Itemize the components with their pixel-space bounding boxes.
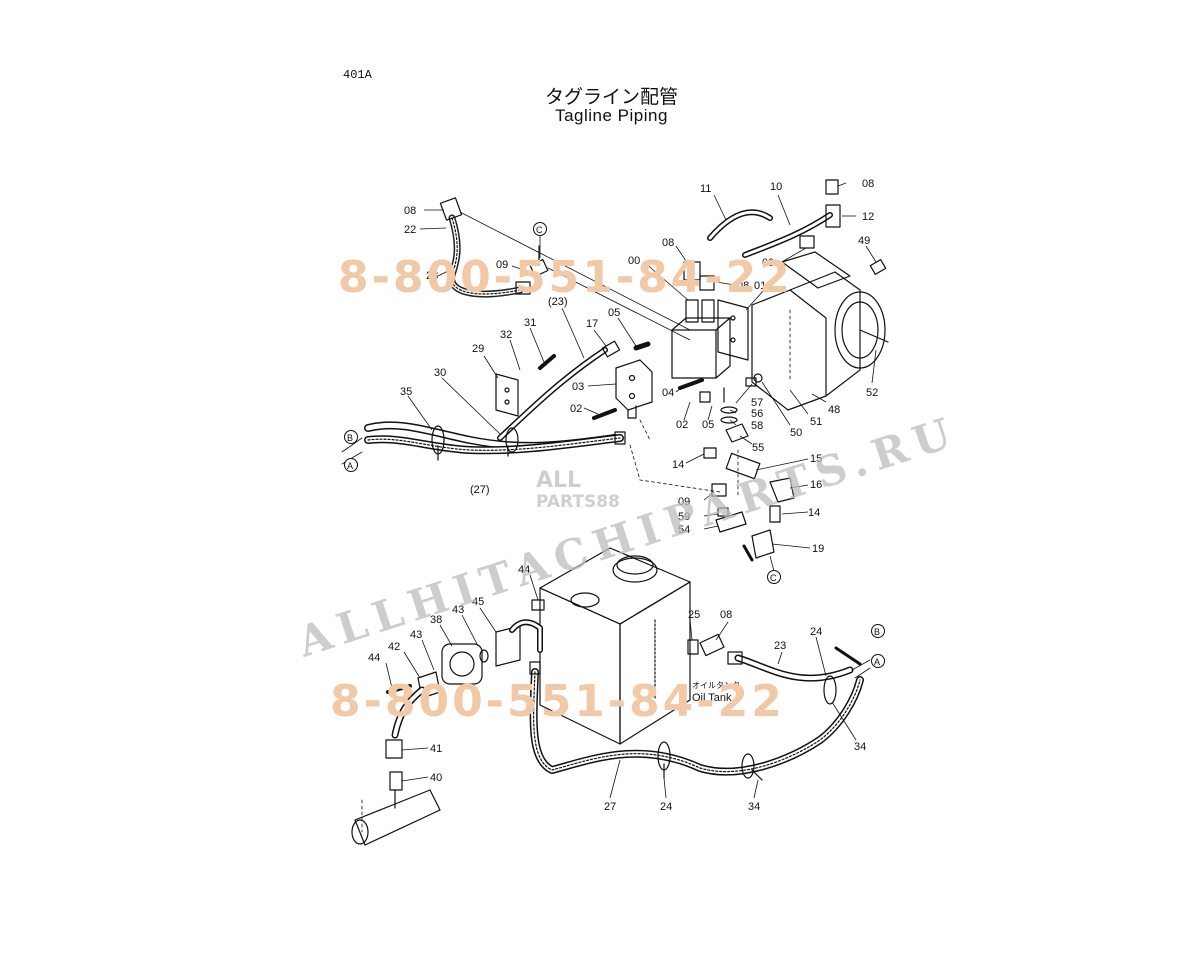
page-title-jp: タグライン配管	[544, 87, 678, 108]
hose-27-upper	[364, 434, 624, 455]
callout-58: 58	[751, 420, 763, 432]
tee-15	[703, 447, 795, 562]
callout-51: 51	[810, 416, 822, 428]
callout-42: 42	[388, 641, 400, 653]
callout-08-c: 08	[737, 280, 749, 292]
callout-10: 10	[770, 181, 782, 193]
hose-11	[707, 209, 773, 241]
callout-00: 00	[628, 255, 640, 267]
callout-05-a: 05	[608, 307, 620, 319]
callout-43-a: 43	[452, 604, 464, 616]
callout-a-b: A	[874, 657, 880, 667]
callout-45: 45	[472, 596, 484, 608]
callout-23: 23	[774, 640, 786, 652]
callout-08-d: 08	[862, 178, 874, 190]
callout-35: 35	[400, 386, 412, 398]
callout-14-b: 14	[808, 507, 820, 519]
callout-02-a: 02	[570, 403, 582, 415]
callout-56: 56	[751, 408, 763, 420]
callout-22: 22	[404, 224, 416, 236]
flange-42	[351, 671, 441, 846]
callout-28: 28	[426, 270, 438, 282]
callout-27: 27	[604, 801, 616, 813]
callout-54: 54	[678, 524, 690, 536]
callout-44-a: 44	[518, 564, 530, 576]
page-title-en: Tagline Piping	[555, 106, 668, 125]
callout-38: 38	[430, 614, 442, 626]
callout-27-paren: (27)	[470, 484, 490, 496]
reel-48	[751, 251, 889, 411]
callout-11: 11	[700, 183, 711, 195]
oil-tank	[539, 547, 691, 745]
plate-03	[615, 359, 653, 419]
callout-19: 19	[812, 543, 824, 555]
callout-43-b: 43	[410, 629, 422, 641]
small-parts	[699, 373, 763, 443]
callout-50: 50	[790, 427, 802, 439]
callout-57: 57	[751, 397, 763, 409]
callout-c-b: C	[770, 573, 777, 583]
callout-b-b: B	[874, 627, 880, 637]
callout-05-b: 05	[702, 419, 714, 431]
callout-41: 41	[430, 743, 442, 755]
callout-08-f: 08	[720, 609, 732, 621]
hose-28	[439, 197, 531, 298]
callout-52: 52	[866, 387, 878, 399]
callout-48: 48	[828, 404, 840, 416]
callout-25: 25	[688, 609, 700, 621]
callout-30: 30	[434, 367, 446, 379]
callout-08-a: 08	[404, 205, 416, 217]
callout-02-b: 02	[676, 419, 688, 431]
callout-34-a: 34	[854, 741, 866, 753]
hose-27-lower	[529, 661, 864, 776]
callout-29: 29	[472, 343, 484, 355]
callout-09-c: 09	[678, 496, 690, 508]
fitting-09-upper	[529, 245, 549, 277]
callout-34-b: 34	[748, 801, 760, 813]
callout-55: 55	[752, 442, 764, 454]
callout-23-paren: (23)	[548, 296, 568, 308]
hose-23-lower	[727, 651, 854, 682]
pump-38	[441, 599, 545, 685]
callout-03: 03	[572, 381, 584, 393]
bracket-01	[717, 299, 749, 361]
callout-16: 16	[810, 479, 822, 491]
callout-15: 15	[810, 453, 822, 465]
valve-block	[671, 261, 731, 379]
callout-04: 04	[662, 387, 674, 399]
callout-24-a: 24	[810, 626, 822, 638]
callout-09-a: 09	[496, 259, 508, 271]
callout-c-a: C	[536, 225, 543, 235]
callout-31: 31	[524, 317, 536, 329]
oil-tank-label-en: Oil Tank	[692, 692, 732, 704]
callout-b-a: B	[347, 433, 353, 443]
callout-24-b: 24	[660, 801, 672, 813]
oil-tank-label-jp: オイルタンク	[692, 681, 740, 690]
callout-49: 49	[858, 235, 870, 247]
callout-32: 32	[500, 329, 512, 341]
callout-14-a: 14	[672, 459, 684, 471]
hose-10	[742, 212, 833, 258]
page-number: 401A	[343, 68, 372, 82]
callout-17: 17	[586, 318, 598, 330]
callout-08-b: 08	[662, 237, 674, 249]
callout-09-b: 09	[762, 257, 774, 269]
callout-01: 01	[754, 280, 766, 292]
callout-44-b: 44	[368, 652, 380, 664]
plate-29	[495, 373, 519, 417]
callout-40: 40	[430, 772, 442, 784]
callout-59: 59	[678, 511, 690, 523]
callout-a-a: A	[347, 461, 353, 471]
callout-12: 12	[862, 211, 874, 223]
